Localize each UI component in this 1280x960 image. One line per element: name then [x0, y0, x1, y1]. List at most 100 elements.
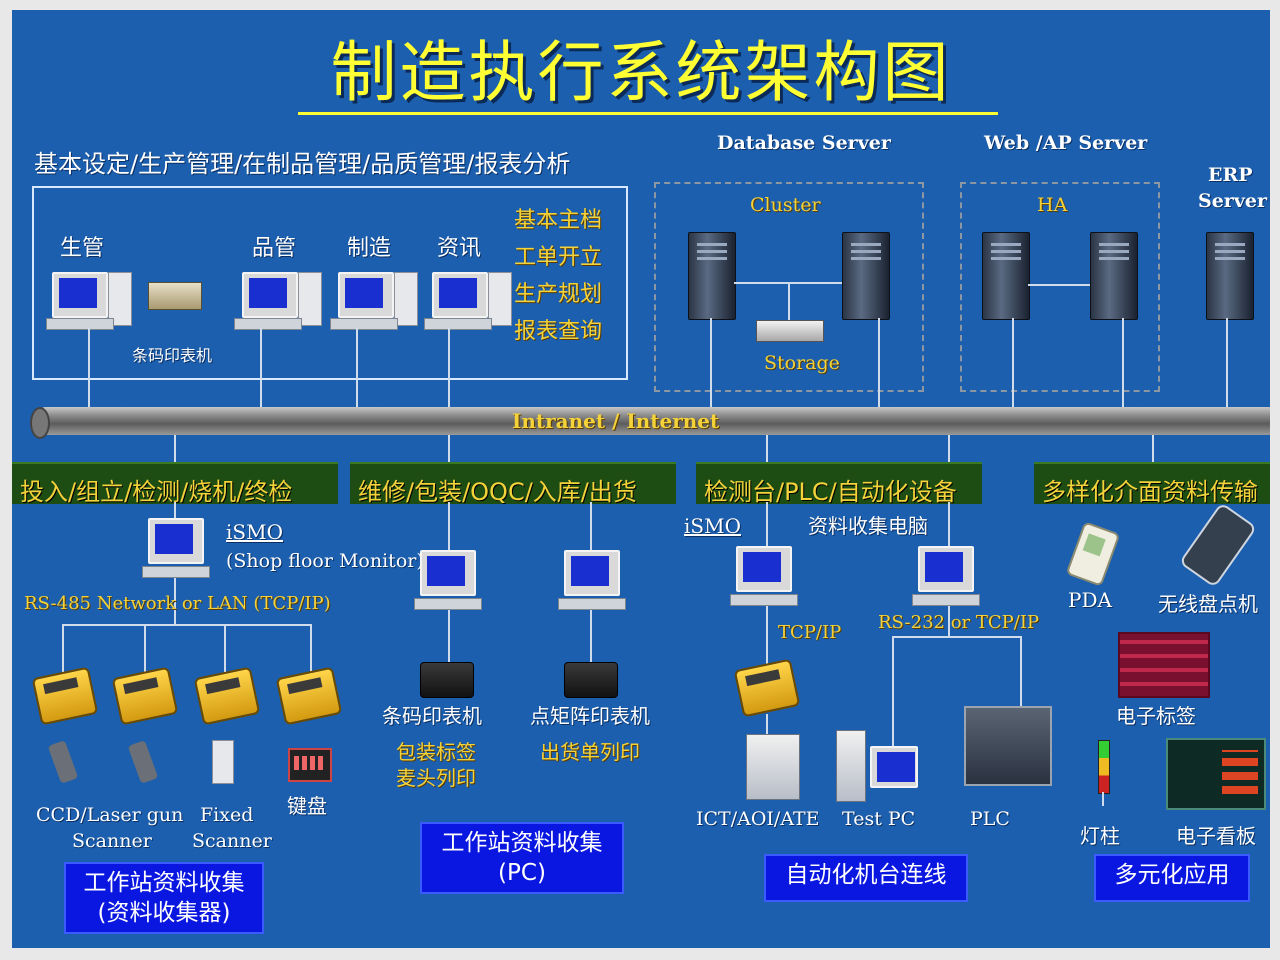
- keyboard-icon: [234, 318, 302, 330]
- connector: [174, 502, 176, 518]
- connector: [174, 578, 176, 624]
- pkg-label-line1: 包装标签: [396, 740, 476, 764]
- barcode-gun-icon: [47, 740, 79, 784]
- connector: [448, 328, 450, 408]
- cluster-label: Cluster: [750, 194, 821, 216]
- module-master-data: 基本主档: [514, 208, 603, 233]
- section-band-4: 多样化介面资料传输: [1034, 462, 1270, 506]
- light-tower-icon: [1098, 740, 1110, 794]
- light-label: 灯柱: [1080, 824, 1120, 848]
- server-icon: [982, 232, 1030, 320]
- cluster-box: [654, 182, 924, 392]
- connector: [260, 328, 262, 408]
- box-workstation-pc-line2: (PC): [498, 860, 546, 886]
- pda-icon: [1065, 521, 1121, 587]
- connector: [892, 636, 894, 746]
- section-label-3: 检测台/PLC/自动化设备: [704, 478, 957, 506]
- server-icon: [688, 232, 736, 320]
- keyboard-icon: [414, 598, 482, 610]
- fixed-label-line1: Fixed: [200, 804, 254, 826]
- storage-icon: [756, 320, 824, 342]
- storage-label: Storage: [764, 352, 840, 374]
- printer-icon: [564, 662, 618, 698]
- printer-icon: [148, 282, 202, 310]
- display-board-icon: [1166, 738, 1266, 810]
- connector: [766, 714, 768, 734]
- connector: [448, 502, 450, 552]
- handheld-scanner-icon: [1178, 502, 1258, 588]
- pc-tower-icon: [108, 272, 132, 326]
- ha-label: HA: [1037, 194, 1068, 216]
- pc-icon: [736, 546, 792, 592]
- terminal-icon: [111, 666, 179, 726]
- box-workstation-pc: 工作站资料收集 (PC): [420, 822, 624, 894]
- pkg-label-line2: 麦头列印: [396, 766, 476, 790]
- client-label-production: 生管: [60, 236, 105, 261]
- test-machine-icon: [746, 734, 800, 800]
- box-workstation-collector: 工作站资料收集 (资料收集器): [64, 862, 264, 934]
- section-band-1: 投入/组立/检测/烧机/终检: [12, 462, 338, 506]
- terminal-icon: [193, 666, 261, 726]
- ismo-subtitle: (Shop floor Monitor): [226, 550, 424, 572]
- pc-tower-icon: [394, 272, 418, 326]
- terminal-icon: [275, 666, 343, 726]
- connector: [590, 502, 592, 552]
- connector: [1012, 318, 1014, 408]
- plc-label: PLC: [970, 808, 1010, 830]
- pc-icon: [242, 272, 298, 318]
- box-diverse-apps-label: 多元化应用: [1114, 862, 1230, 888]
- diagram-title: 制造执行系统架构图: [330, 34, 952, 111]
- client-label-it: 资讯: [437, 236, 482, 261]
- server-icon: [1206, 232, 1254, 320]
- plc-icon: [964, 706, 1052, 786]
- pc-icon: [870, 746, 918, 788]
- shelf-label-icon: [1118, 632, 1210, 698]
- connector: [356, 328, 358, 408]
- connector: [766, 502, 768, 550]
- connector: [1226, 318, 1228, 408]
- keyboard-icon: [424, 318, 492, 330]
- web-server-label: Web /AP Server: [984, 132, 1148, 154]
- network-backbone-end: [30, 407, 50, 439]
- wireless-label: 无线盘点机: [1158, 592, 1258, 616]
- connector: [144, 624, 146, 674]
- client-label-manufacturing: 制造: [347, 236, 392, 261]
- connector: [710, 318, 712, 408]
- database-server-label: Database Server: [717, 132, 891, 154]
- connector: [310, 624, 312, 674]
- section-band-2: 维修/包装/OQC/入库/出货: [350, 462, 676, 506]
- eboard-label: 电子看板: [1176, 824, 1256, 848]
- barcode-gun-icon: [127, 740, 159, 784]
- pc-icon: [918, 546, 974, 592]
- section-label-4: 多样化介面资料传输: [1042, 478, 1258, 506]
- keyboard-icon: [912, 594, 980, 606]
- connector: [174, 435, 176, 462]
- terminal-icon: [31, 666, 99, 726]
- barcode-printer-label: 条码印表机: [132, 346, 213, 365]
- pc-icon: [432, 272, 488, 318]
- section-label-2: 维修/包装/OQC/入库/出货: [358, 478, 637, 506]
- box-automation-label: 自动化机台连线: [785, 862, 947, 888]
- test-machine-icon: [836, 730, 866, 802]
- connector: [948, 435, 950, 462]
- pc-icon: [564, 550, 620, 596]
- functions-caption: 基本设定/生产管理/在制品管理/品质管理/报表分析: [34, 150, 571, 178]
- rs485-label: RS-485 Network or LAN (TCP/IP): [24, 593, 331, 614]
- pc-tower-icon: [488, 272, 512, 326]
- fixed-scanner-icon: [212, 740, 234, 784]
- ship-print-label: 出货单列印: [540, 740, 640, 764]
- server-icon: [1090, 232, 1138, 320]
- keyboard-icon: [46, 318, 114, 330]
- ismo-label-2: iSMO: [684, 514, 741, 538]
- connector: [62, 624, 64, 674]
- module-report-query: 报表查询: [514, 319, 603, 344]
- dot-printer-label: 点矩阵印表机: [530, 704, 650, 728]
- connector: [766, 435, 768, 462]
- terminal-icon: [733, 658, 801, 718]
- title-underline: [298, 112, 998, 115]
- ismo-label-1: iSMO: [226, 520, 283, 544]
- connector: [590, 610, 592, 662]
- rs232-bus: [892, 636, 1022, 638]
- testpc-label: Test PC: [842, 808, 916, 830]
